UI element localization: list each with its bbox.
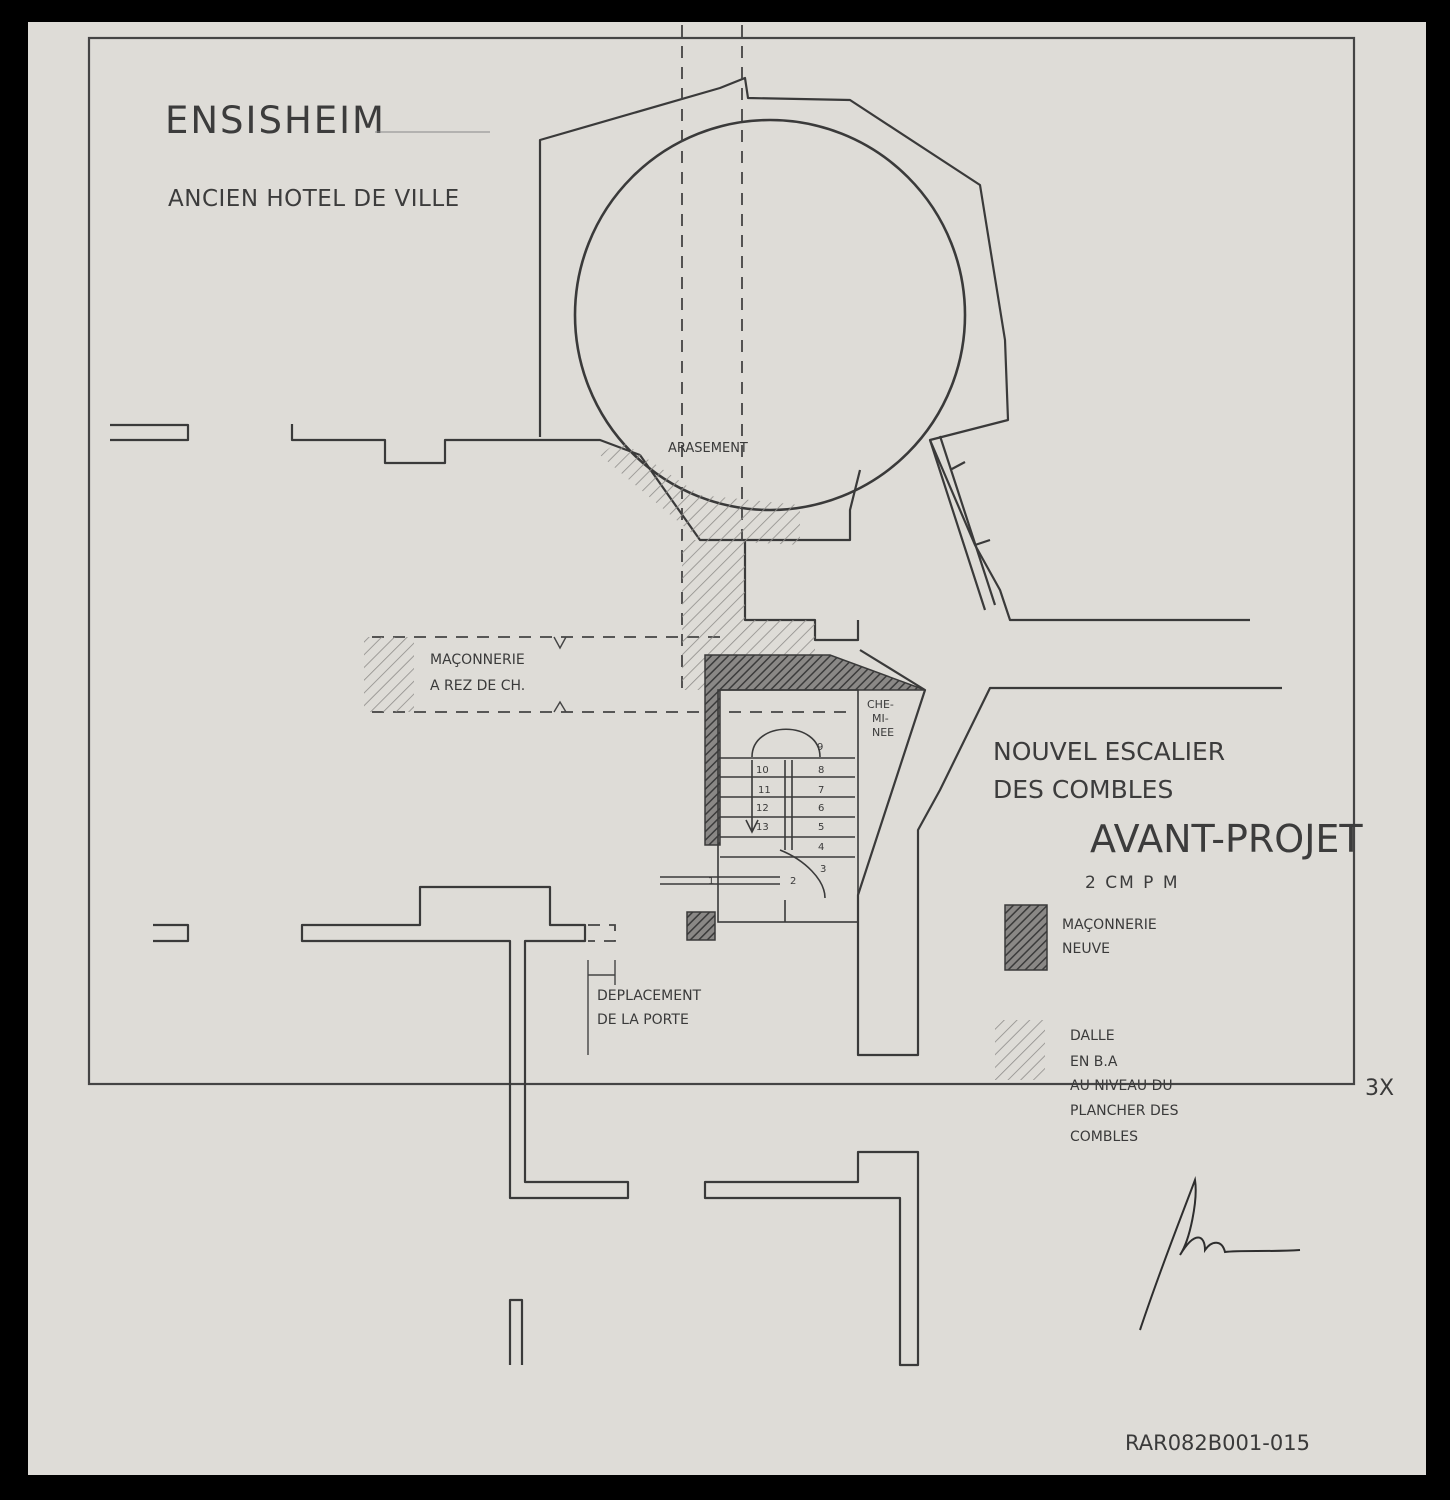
project-line-1: NOUVEL ESCALIER [993,737,1225,766]
step-number: 4 [818,842,824,853]
stair-turn [751,728,826,899]
label-cheminee-1: CHE- [867,698,894,711]
step-number: 7 [818,785,824,796]
stair-entry-lines [660,876,786,922]
tower-wall-outline [538,76,1250,622]
left-wall-stub-lower [153,923,190,943]
label-masonry-rdc-2: A REZ DE CH. [430,678,525,694]
corner-mark: 3X [1365,1076,1394,1101]
legend-slab-label-1: DALLE [1070,1028,1115,1044]
stair-core [784,760,793,850]
step-number: 10 [756,765,769,776]
signature [1139,1176,1301,1331]
dim-arrow-up [553,636,567,650]
door-shift-dim [587,960,616,1055]
legend-slab-swatch [995,1020,1045,1080]
archive-reference: RAR082B001-015 [1125,1431,1310,1455]
step-number: 6 [818,803,824,814]
stair-direction-arrow [745,760,759,834]
step-number: 8 [818,765,824,776]
stair-treads [720,757,855,858]
step-number: 11 [758,785,771,796]
drawing-frame [87,36,1356,1086]
label-cheminee-3: NEE [872,726,894,739]
rdc-masonry-hatch [364,637,414,712]
label-masonry-rdc-1: MAÇONNERIE [430,652,525,668]
step-number: 12 [756,803,769,814]
small-wall-bottom [508,1298,524,1365]
step-number: 2 [790,876,796,887]
legend-slab-label-5: COMBLES [1070,1129,1138,1145]
lower-wall-right [703,1150,920,1367]
legend-slab-label-3: AU NIVEAU DU [1070,1078,1173,1094]
label-door-shift-1: DEPLACEMENT [597,988,702,1004]
label-cheminee-2: MI- [872,712,889,725]
stair-cage [717,689,859,923]
legend-new-masonry-swatch [1004,904,1048,971]
legend-new-masonry-label-1: MAÇONNERIE [1062,917,1157,933]
slab-hatch-arc [600,440,800,545]
legend-new-masonry-label-2: NEUVE [1062,941,1110,957]
title-building: ANCIEN HOTEL DE VILLE [168,186,460,212]
label-arasement: ARASEMENT [668,441,748,456]
step-number: 1 [708,876,714,887]
legend-slab-label-2: EN B.A [1070,1054,1118,1070]
lower-wall-left [300,885,630,1200]
step-number: 9 [817,742,823,753]
left-wall-stub [110,423,190,442]
slab-hatch-landing [745,620,815,655]
chimney-wall [856,649,927,925]
door-shift-outline [588,924,616,942]
project-phase: AVANT-PROJET [1090,817,1363,861]
step-number: 5 [818,822,824,833]
corridor-wall-right [856,686,1282,1057]
dim-arrow-down [553,700,567,713]
step-number: 3 [820,864,826,875]
project-line-2: DES COMBLES [993,775,1173,804]
title-town: ENSISHEIM [165,99,386,142]
label-door-shift-2: DE LA PORTE [597,1012,689,1028]
tower-window [928,435,997,611]
tower-inner-wall [290,424,862,542]
legend-slab-label-4: PLANCHER DES [1070,1103,1179,1119]
project-scale: 2 CM P M [1085,873,1179,893]
step-number: 13 [756,822,769,833]
drawing-sheet [28,22,1426,1475]
new-masonry-bottom [686,911,716,941]
